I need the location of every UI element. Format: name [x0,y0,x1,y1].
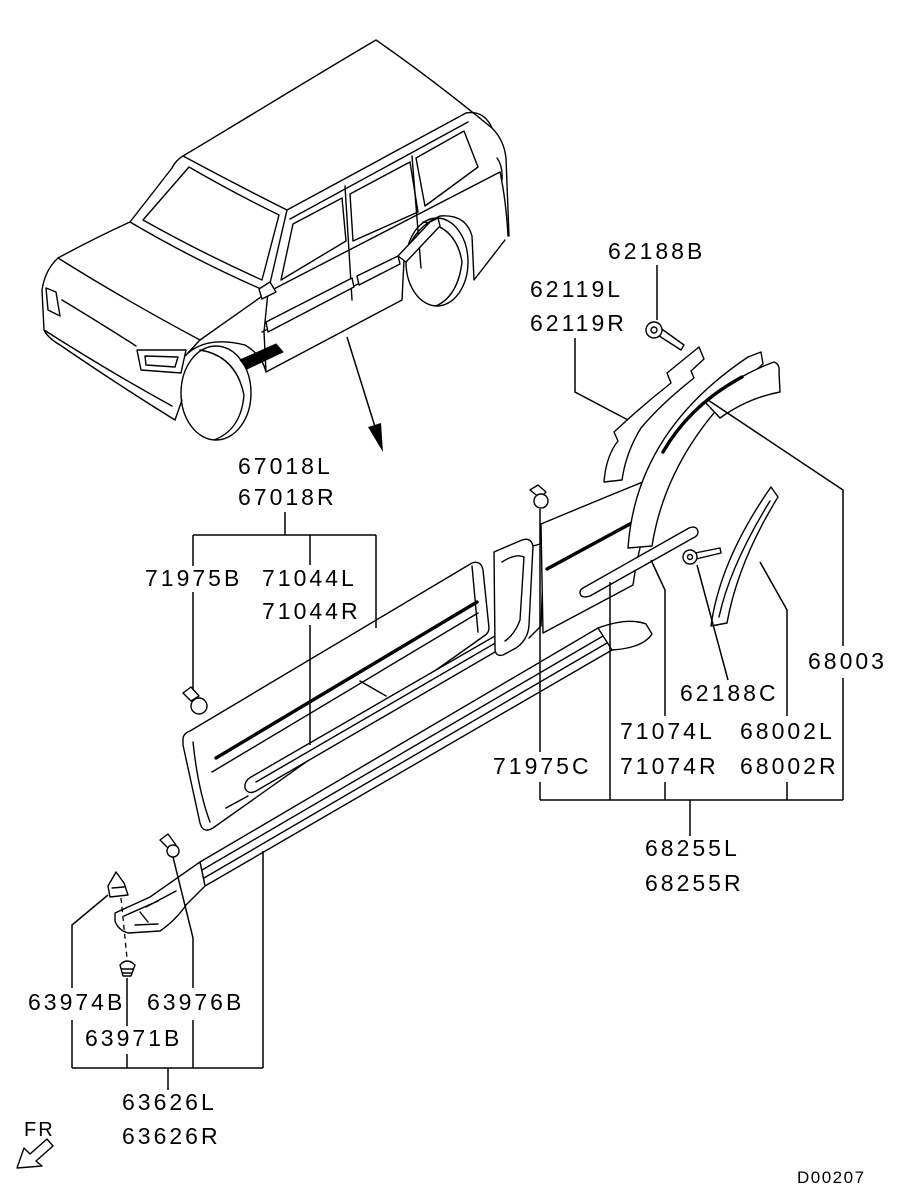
side-sill-rail-bracket-details [123,890,177,926]
front-wheel-flare [710,486,779,627]
callout-71074r: 71074R [620,753,719,779]
callout-62188c: 62188C [680,680,779,706]
callout-68255r: 68255R [645,870,744,896]
vehicle-front-end [41,257,183,421]
screw-63971b-icon [119,960,136,977]
clip-71975c-icon [529,484,549,509]
side-sill-rail-body [199,620,653,887]
vehicle-windshield-glass [142,166,280,281]
side-sill-rail-front-bracket [114,861,206,934]
side-sill-cover [182,561,490,831]
callout-71044r: 71044R [262,598,361,624]
diagram-code: D00207 [797,1168,866,1187]
leader-63974b [71,894,109,1068]
leader-lines [71,265,844,1090]
callout-68255l: 68255L [645,835,740,861]
callout-71975b: 71975B [145,565,242,591]
fastener-alignment-line [120,897,128,959]
callout-71074l: 71074L [620,718,715,744]
callout-63971b: 63971B [85,1025,182,1051]
callout-63626l: 63626L [122,1089,217,1115]
leader-71074 [650,559,666,716]
callout-68003: 68003 [808,648,887,674]
vehicle-overview [41,39,510,441]
wheel-arch-bracket [603,346,705,483]
bracket-67018 [192,512,377,628]
direction-indicator: FR [16,1119,55,1169]
side-sill-cover-contour [211,612,479,809]
callout-68002l: 68002L [740,718,835,744]
vehicle-roof-rail [286,111,493,220]
vehicle-rear-wheel [405,217,469,307]
detail-arrow [346,336,383,452]
vehicle-roof [182,39,510,237]
vehicle-lower-body [261,215,506,373]
callout-67018l: 67018L [238,453,333,479]
rear-door-panel-groove [545,516,643,571]
bracket-68255 [539,782,843,836]
leader-62119 [574,338,629,421]
side-sill-rail [114,620,653,934]
detail-arrow-head-icon [368,423,383,452]
callout-62119r: 62119R [530,310,627,336]
callout-71975c: 71975C [493,753,592,779]
bracket-63626 [72,851,264,1090]
side-sill-cover-body [182,561,490,831]
vehicle-headlights [45,287,187,374]
vehicle-side-step [239,343,284,370]
callout-62188b: 62188B [608,238,705,264]
callout-68002r: 68002R [740,753,839,779]
rear-panel-assembly [493,346,781,657]
leader-63976b [172,856,194,1068]
callout-71044l: 71044L [262,565,357,591]
clip-nut-63974b-icon [107,871,129,898]
vehicle-hood [57,221,269,341]
clip-63976b-icon [159,833,180,858]
vehicle-body-side [267,155,509,301]
detail-arrow-shaft [346,336,377,431]
front-wheel-flare-edge [718,500,771,618]
rivet-62188b-icon [645,321,685,351]
callout-63626r: 63626R [122,1123,221,1149]
vehicle-side-molding [265,217,441,333]
vehicle-windshield [129,155,288,293]
sill-molding-strip-edge [255,630,517,783]
side-sill-cover-groove [214,600,479,760]
clip-71975b-icon [182,686,208,715]
leader-68003 [707,399,844,800]
vehicle-front-tire-tread [199,349,245,441]
callout-63974b: 63974B [28,989,125,1015]
rear-wheel-flare [627,351,764,549]
callout-labels: 62188B 62119L 62119R 67018L 67018R 71975… [28,238,887,1149]
callout-62119l: 62119L [530,276,623,302]
callout-67018r: 67018R [238,484,337,510]
front-direction-arrow-icon [16,1138,54,1169]
vehicle-side-windows [280,130,479,281]
leader-62188c [696,564,729,681]
rivet-62188c-icon [682,547,722,565]
leader-68002 [759,561,788,716]
direction-label: FR [24,1119,55,1141]
rear-wheel-flare-line [661,375,744,454]
callout-63976b: 63976B [147,989,244,1015]
side-sill-cover-end-edges [192,565,479,823]
door-molding-strip [579,526,699,598]
vehicle-mirror [258,281,277,300]
vehicle-front-fender [184,291,269,373]
